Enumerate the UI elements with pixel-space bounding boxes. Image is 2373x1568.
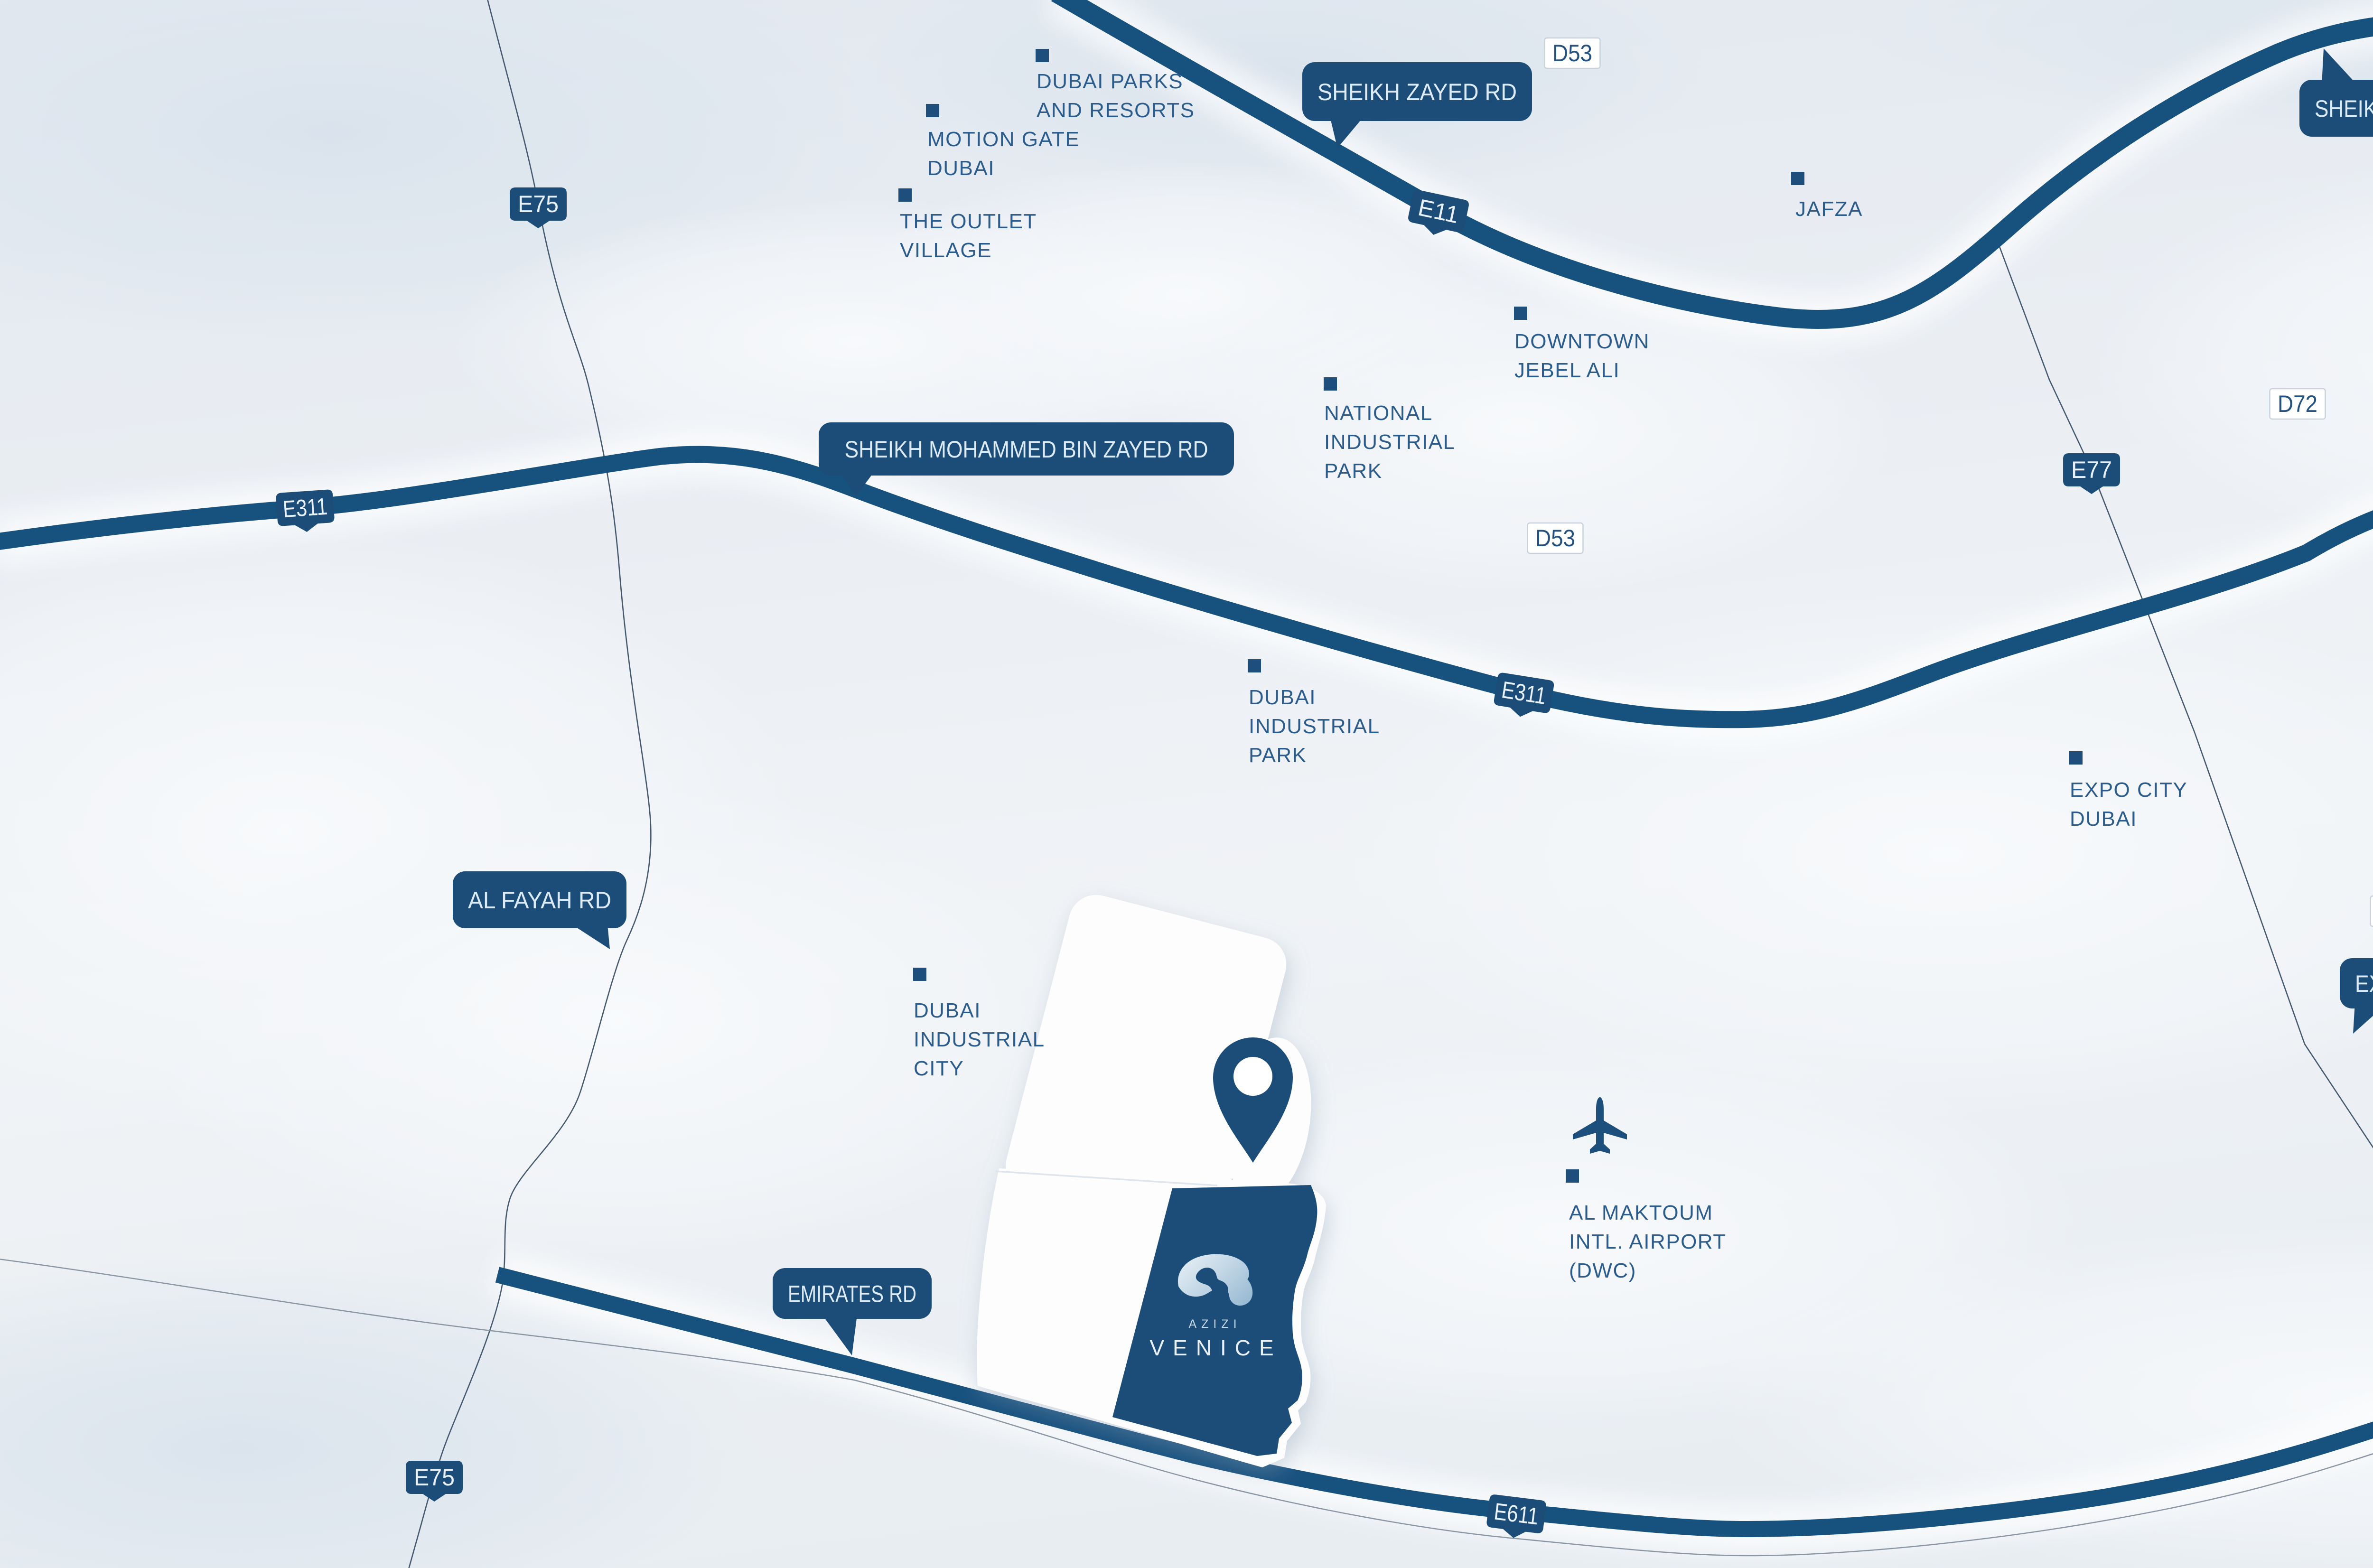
svg-text:INDUSTRIAL: INDUSTRIAL: [914, 1028, 1045, 1051]
svg-text:E611: E611: [1493, 1498, 1540, 1530]
svg-text:DUBAI: DUBAI: [1249, 686, 1316, 709]
svg-text:VILLAGE: VILLAGE: [900, 239, 992, 262]
svg-text:E311: E311: [282, 493, 328, 523]
svg-text:(DWC): (DWC): [1569, 1259, 1636, 1282]
svg-text:D53: D53: [1552, 40, 1592, 66]
svg-text:SHEIKH MOHAMMED BIN ZAYED RD: SHEIKH MOHAMMED BIN ZAYED RD: [845, 436, 1208, 463]
svg-text:DUBAI: DUBAI: [927, 157, 995, 180]
svg-text:DUBAI PARKS: DUBAI PARKS: [1037, 70, 1183, 93]
svg-text:D53: D53: [1535, 525, 1575, 551]
svg-text:JEBEL ALI: JEBEL ALI: [1514, 359, 1620, 382]
svg-text:INTL. AIRPORT: INTL. AIRPORT: [1569, 1230, 1727, 1253]
svg-text:AND RESORTS: AND RESORTS: [1037, 99, 1195, 122]
svg-text:AZIZI: AZIZI: [1188, 1317, 1241, 1331]
svg-text:AL FAYAH RD: AL FAYAH RD: [468, 887, 611, 914]
svg-text:E75: E75: [518, 191, 559, 217]
svg-text:EMIRATES RD: EMIRATES RD: [788, 1281, 916, 1307]
svg-text:THE OUTLET: THE OUTLET: [900, 210, 1037, 233]
svg-text:SHEIKH ZAYED RD: SHEIKH ZAYED RD: [1317, 79, 1517, 105]
svg-text:DUBAI: DUBAI: [914, 999, 981, 1022]
svg-text:NATIONAL: NATIONAL: [1324, 401, 1433, 425]
svg-text:EXPO CITY: EXPO CITY: [2070, 778, 2187, 802]
svg-text:INDUSTRIAL: INDUSTRIAL: [1249, 715, 1380, 738]
svg-text:DUBAI: DUBAI: [2070, 807, 2137, 831]
svg-text:JAFZA: JAFZA: [1795, 197, 1863, 221]
svg-text:EXPO RD: EXPO RD: [2355, 971, 2373, 997]
svg-text:PARK: PARK: [1249, 744, 1307, 767]
svg-text:MOTION GATE: MOTION GATE: [927, 128, 1080, 151]
svg-text:DOWNTOWN: DOWNTOWN: [1514, 330, 1650, 353]
svg-text:PARK: PARK: [1324, 459, 1383, 483]
svg-text:SHEIKH ZAYED RD: SHEIKH ZAYED RD: [2315, 95, 2373, 122]
svg-text:AL MAKTOUM: AL MAKTOUM: [1569, 1201, 1713, 1224]
svg-text:CITY: CITY: [914, 1057, 964, 1080]
svg-text:INDUSTRIAL: INDUSTRIAL: [1324, 430, 1456, 454]
svg-text:VENICE: VENICE: [1149, 1335, 1282, 1360]
svg-text:D72: D72: [2278, 391, 2317, 417]
svg-text:E77: E77: [2071, 457, 2112, 483]
svg-text:E75: E75: [414, 1464, 455, 1491]
